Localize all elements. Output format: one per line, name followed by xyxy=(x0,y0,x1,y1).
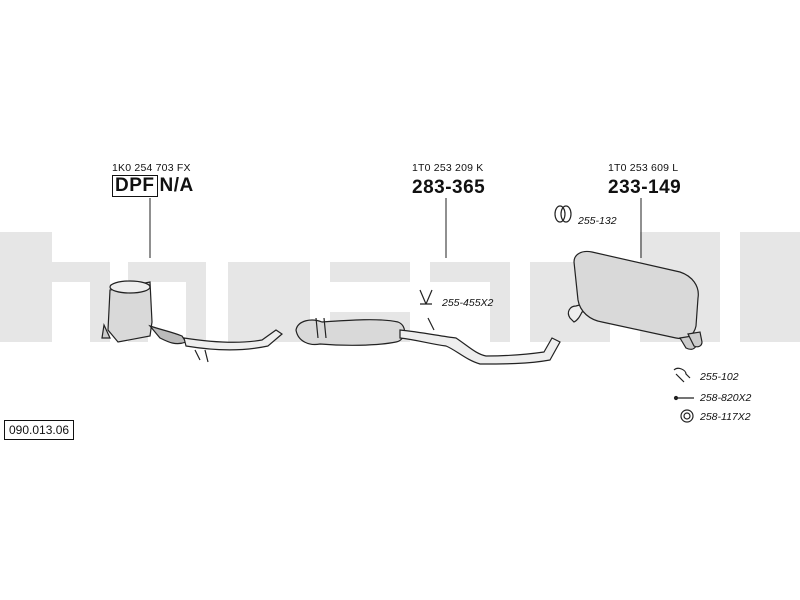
gasket-ring-icon xyxy=(680,409,694,423)
oe-number-rear: 1T0 253 609 L xyxy=(608,162,679,174)
oe-number-dpf: 1K0 254 703 FX xyxy=(112,162,191,174)
hanger-bracket-icon xyxy=(419,289,433,305)
oe-number-middle: 1T0 253 209 K xyxy=(412,162,484,174)
rear-section xyxy=(567,250,703,350)
dpf-section xyxy=(101,280,283,363)
bolt-icon xyxy=(673,395,694,401)
dpf-tag: DPF xyxy=(112,175,158,197)
middle-section xyxy=(295,317,561,365)
pipe-clamp-icon xyxy=(673,367,691,383)
accessory-label-clamp: 255-102 xyxy=(700,371,739,383)
part-number-rear: 233-149 xyxy=(608,177,682,198)
accessory-label-bolt: 258-820X2 xyxy=(700,392,752,404)
part-number-middle: 283-365 xyxy=(412,177,486,198)
dpf-part-number: N/A xyxy=(159,175,194,196)
diagram-id-label: 090.013.06 xyxy=(4,420,75,440)
rubber-mount-icon xyxy=(554,205,572,223)
accessory-label-mount: 255-132 xyxy=(578,215,617,227)
accessory-label-gasket: 258-117X2 xyxy=(700,411,751,423)
accessory-label-hanger: 255-455X2 xyxy=(442,297,494,309)
